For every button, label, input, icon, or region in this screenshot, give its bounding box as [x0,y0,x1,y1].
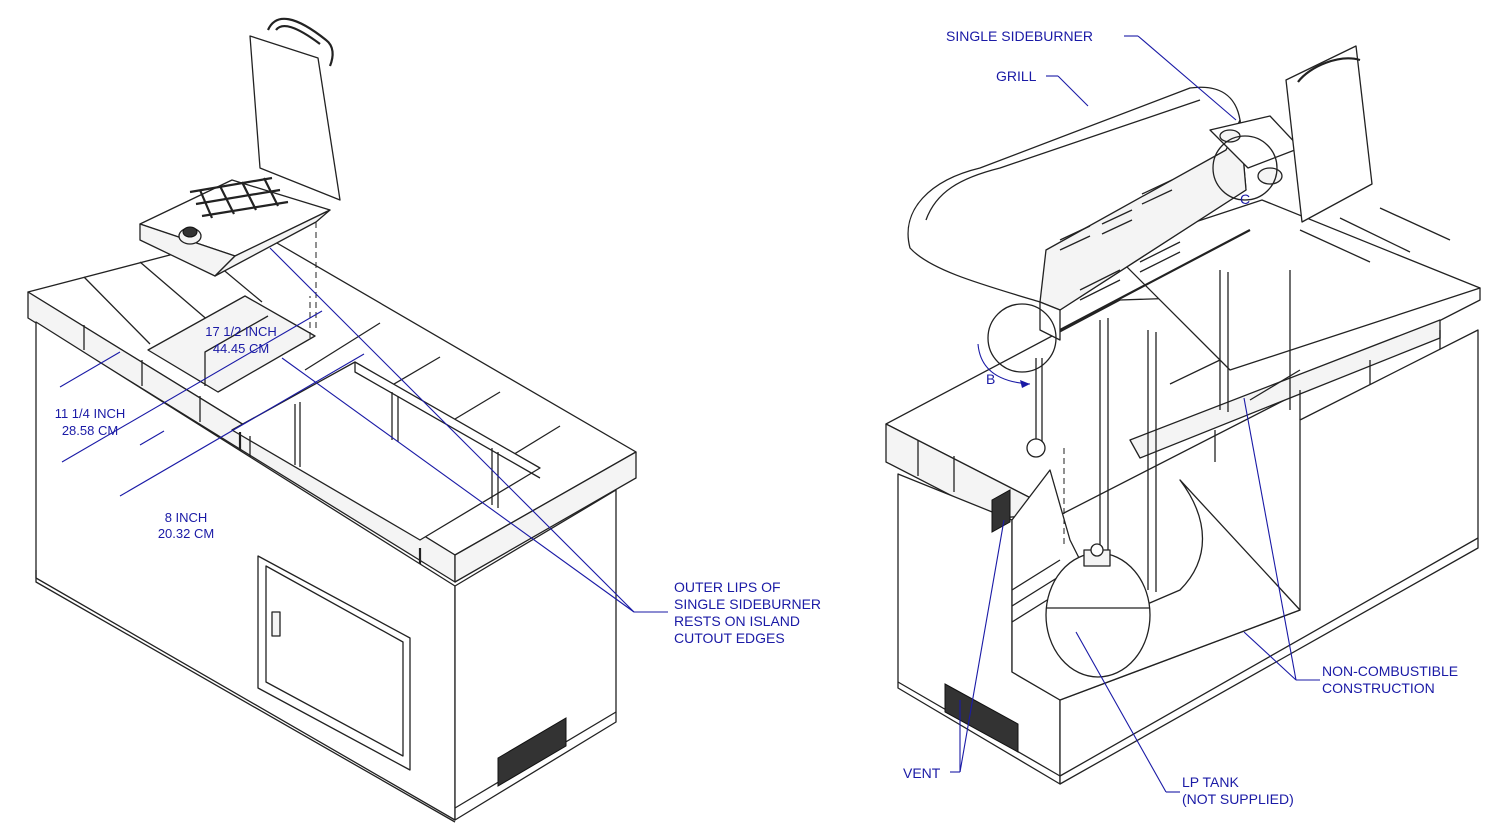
grill-vents [1059,179,1181,301]
grill-unit [907,86,1251,341]
non-combustible-label-1: NON-COMBUSTIBLE [1322,663,1458,679]
sideburner-cutout [147,295,316,393]
burner-grate-icon [189,176,289,219]
right-vent-icon [944,683,1019,753]
outer-lips-label-2: SINGLE SIDEBURNER [674,596,821,612]
dim-17-cm-label: 44.45 CM [213,341,269,356]
detail-circle-c [1212,135,1278,201]
outer-lips-label-3: RESTS ON ISLAND [674,613,800,629]
right-counter-tiles [917,207,1451,492]
left-island-side [454,489,617,821]
dim-8-inch-label: 8 INCH [165,510,208,525]
dim-17-inch-label: 17 1/2 INCH [205,324,277,339]
left-vent-icon [497,717,567,787]
outer-lips-label-1: OUTER LIPS OF [674,579,781,595]
single-sideburner-label: SINGLE SIDEBURNER [946,28,1093,44]
callout-c-label: C [1240,191,1250,207]
right-leader-lines [950,35,1320,793]
vent-label: VENT [903,765,941,781]
callout-b-label: B [986,371,995,387]
dim-8-cm-label: 20.32 CM [158,526,214,541]
non-combustible-label-2: CONSTRUCTION [1322,680,1435,696]
detail-circle-b [987,303,1057,373]
lp-tank-icon [1045,543,1151,678]
grill-label: GRILL [996,68,1037,84]
left-access-door [257,555,411,771]
right-island-drawing [885,45,1481,785]
lp-tank-label-1: LP TANK [1182,774,1239,790]
left-island-drawing [27,17,637,823]
grill-cutout [231,361,541,541]
dim-11-cm-label: 28.58 CM [62,423,118,438]
right-sideburner-lid [1285,45,1373,223]
right-sideburner-unit [1209,45,1373,223]
sideburner-unit [139,17,341,277]
door-handle [271,611,281,637]
dim-11-inch-label: 11 1/4 INCH [55,406,126,421]
outer-lips-label-4: CUTOUT EDGES [674,630,785,646]
lp-tank-label-2: (NOT SUPPLIED) [1182,791,1294,807]
left-leader-lines [59,247,668,613]
counter-vent-icon [991,489,1011,533]
